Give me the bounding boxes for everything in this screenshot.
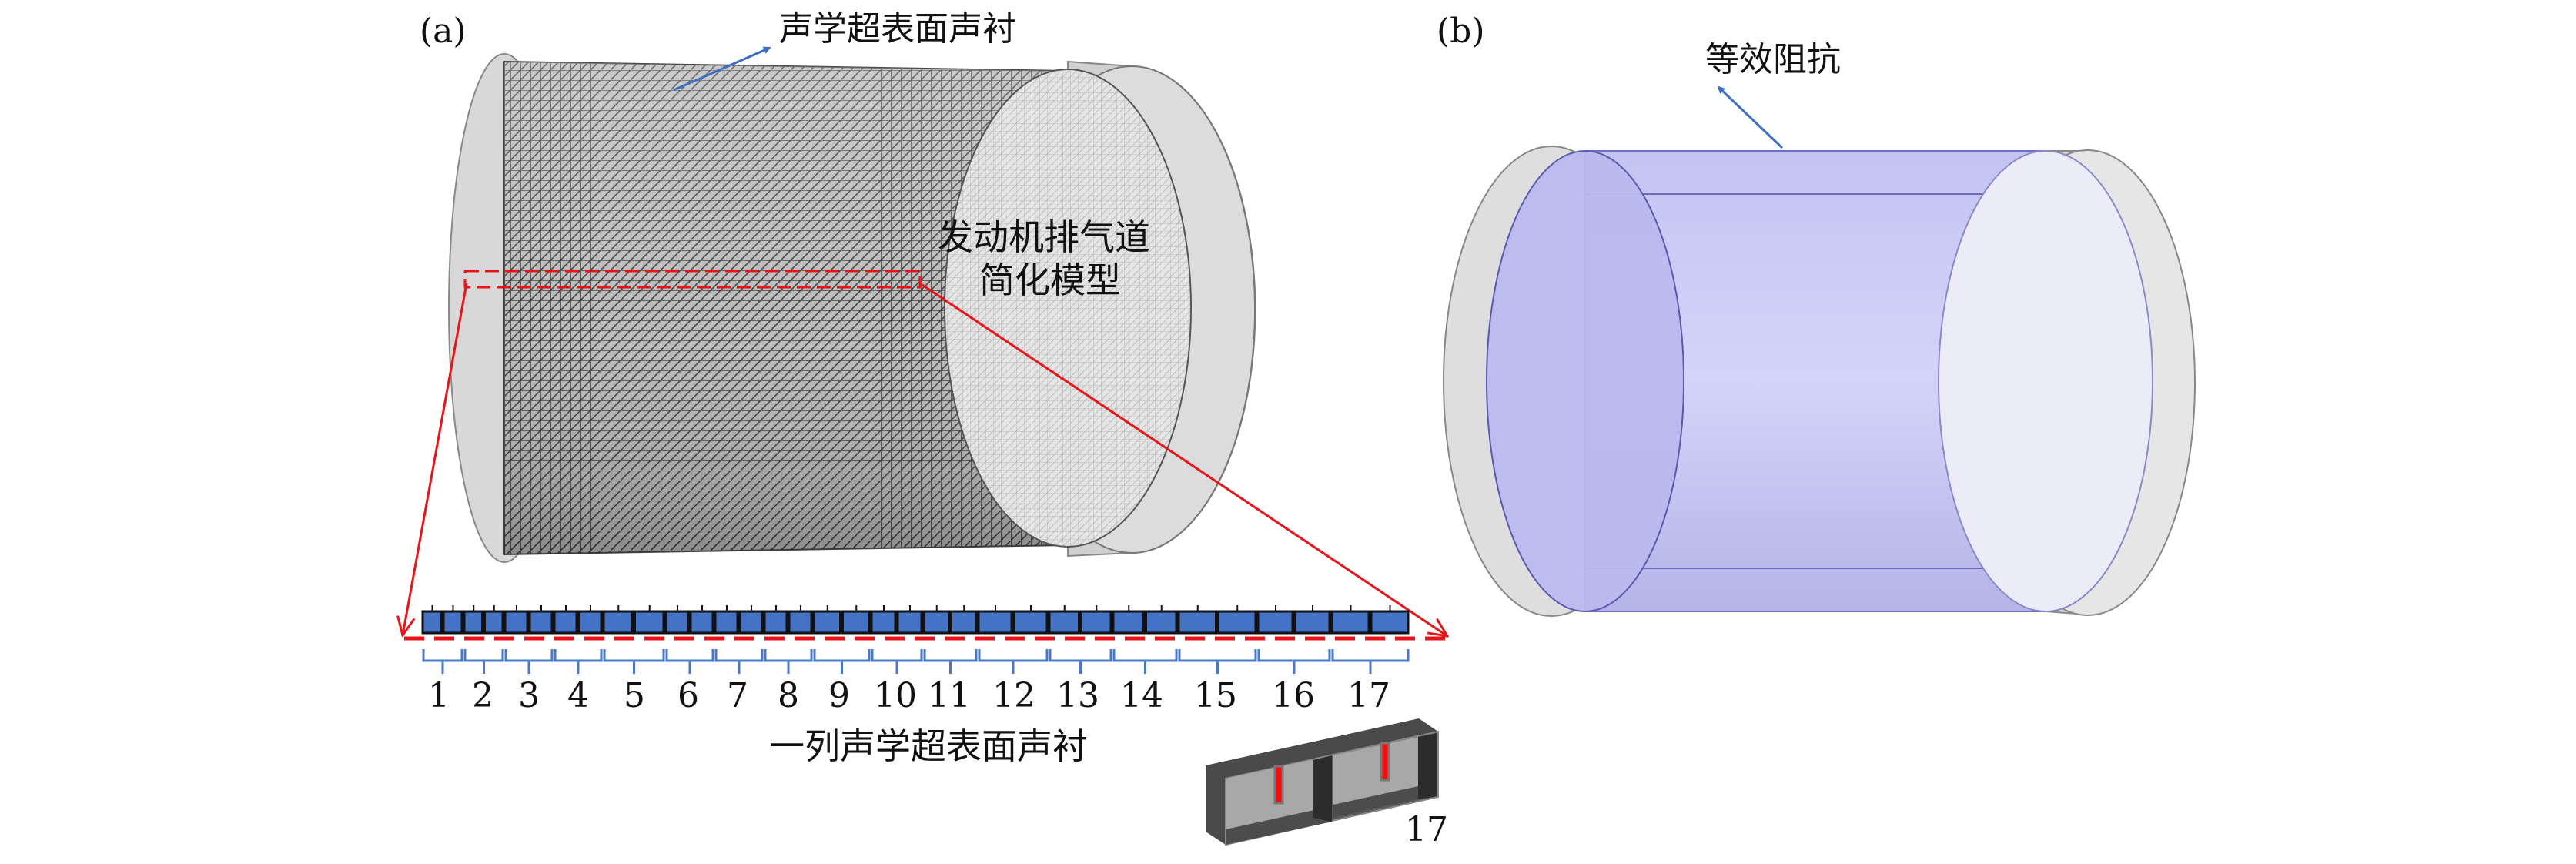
metasurface-block <box>812 610 841 635</box>
metasurface-block <box>577 610 603 635</box>
unit-brace <box>978 649 1049 674</box>
metasurface-block <box>553 610 578 635</box>
unit-brace <box>813 649 871 674</box>
unit-number: 15 <box>1194 676 1237 715</box>
metasurface-block <box>463 610 483 635</box>
metasurface-block <box>1080 610 1112 635</box>
metasurface-block <box>1145 610 1178 635</box>
engine-label-line1: 发动机排气道 <box>938 216 1150 258</box>
metasurface-block <box>1048 610 1080 635</box>
unit-number: 17 <box>1347 676 1390 715</box>
metasurface-block <box>1177 610 1217 635</box>
unit-number: 7 <box>727 676 748 715</box>
unit-brace <box>504 649 554 674</box>
resonator-slot-left <box>1273 765 1284 805</box>
metasurface-block <box>602 610 634 635</box>
unit-braces <box>422 649 1410 674</box>
unit-brace <box>714 649 764 674</box>
metasurface-block <box>788 610 813 635</box>
panel-b-label: (b) <box>1437 12 1485 51</box>
equivalent-impedance-cylinder <box>1443 146 2196 617</box>
unit-number: 14 <box>1120 676 1163 715</box>
metasurface-block <box>950 610 978 635</box>
metasurface-block <box>528 610 554 635</box>
unit-brace <box>554 649 603 674</box>
metasurface-block <box>689 610 714 635</box>
metasurface-block <box>1112 610 1145 635</box>
unit-number: 10 <box>874 676 917 715</box>
metasurface-block <box>442 610 463 635</box>
metasurface-block <box>896 610 923 635</box>
impedance-label: 等效阻抗 <box>1705 40 1841 79</box>
unit-number: 13 <box>1056 676 1099 715</box>
zoom-arrow-right <box>919 282 1447 636</box>
metasurface-block <box>634 610 665 635</box>
metasurface-arrow <box>673 46 771 92</box>
unit-number: 8 <box>778 676 799 715</box>
unit-brace <box>1331 649 1410 674</box>
unit-number: 6 <box>677 676 699 715</box>
metasurface-block <box>738 610 764 635</box>
metasurface-block <box>977 610 1013 635</box>
metasurface-block <box>664 610 690 635</box>
metasurface-block <box>1330 610 1370 635</box>
highlight-column-rect <box>463 270 922 289</box>
engine-label-line2: 简化模型 <box>979 260 1121 301</box>
metasurface-block <box>763 610 788 635</box>
unit-number: 5 <box>624 676 645 715</box>
unit-brace <box>1178 649 1257 674</box>
metasurface-block <box>1293 610 1331 635</box>
unit-number: 3 <box>518 676 540 715</box>
metasurface-block <box>841 610 871 635</box>
metasurface-block <box>1012 610 1049 635</box>
unit-brace <box>1112 649 1178 674</box>
panel-b: (b) 等效阻抗 <box>1437 12 2196 617</box>
metasurface-label: 声学超表面声衬 <box>779 9 1016 49</box>
unit-brace <box>923 649 978 674</box>
metasurface-block <box>1370 610 1410 635</box>
unit-brace <box>422 649 463 674</box>
engine-duct-cylinder <box>448 53 1256 563</box>
unit-number: 4 <box>567 676 589 715</box>
metasurface-block <box>421 610 443 635</box>
impedance-arrow <box>1717 85 1784 149</box>
metasurface-block <box>1256 610 1294 635</box>
unit-brace <box>764 649 813 674</box>
metasurface-block <box>483 610 504 635</box>
metasurface-column <box>421 605 1410 635</box>
column-caption: 一列声学超表面声衬 <box>769 725 1088 767</box>
unit-number: 2 <box>472 676 493 715</box>
unit-number: 1 <box>428 676 450 715</box>
unit-number: 16 <box>1272 676 1315 715</box>
metasurface-block <box>503 610 529 635</box>
unit-brace <box>665 649 714 674</box>
unit-brace <box>603 649 665 674</box>
metasurface-block <box>1217 610 1257 635</box>
unit-brace <box>871 649 923 674</box>
unit-brace <box>1257 649 1331 674</box>
unit-cell-inset <box>1206 718 1439 846</box>
metasurface-block <box>870 610 897 635</box>
metasurface-block <box>714 610 739 635</box>
unit-number: 11 <box>928 676 971 715</box>
unit-number: 12 <box>992 676 1035 715</box>
resonator-slot-right <box>1380 742 1390 782</box>
inset-label: 17 <box>1405 810 1448 849</box>
unit-brace <box>1049 649 1112 674</box>
zoom-arrow-left <box>403 283 468 635</box>
unit-number: 9 <box>828 676 850 715</box>
metasurface-block <box>922 610 950 635</box>
unit-brace <box>463 649 504 674</box>
panel-a-label: (a) <box>420 12 467 51</box>
